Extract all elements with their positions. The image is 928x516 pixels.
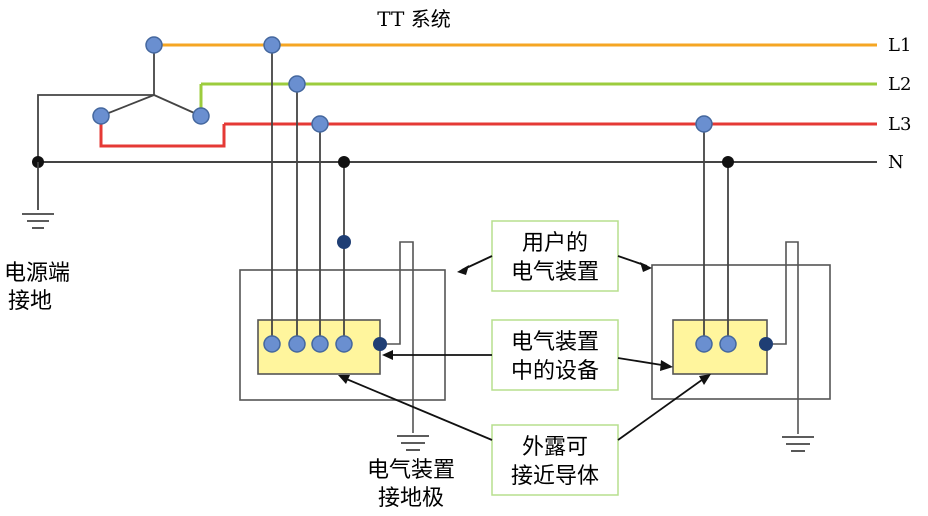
arrow-equipment-right-shaft <box>617 357 669 367</box>
callout-equipment-box <box>491 319 619 391</box>
arrow-exposed-left-shaft <box>343 377 493 441</box>
label-l2: L2 <box>888 74 911 95</box>
diagram-title: TT 系统 <box>377 7 450 31</box>
left-terminal-l2 <box>288 335 306 353</box>
left-terminal-l1 <box>263 335 281 353</box>
callout-user-installation-line1: 用户的 <box>522 231 588 256</box>
arrow-user-installation-right-head <box>640 262 652 272</box>
callout-exposed-parts-line1: 外露可 <box>522 435 588 460</box>
right-pe-conductor <box>766 241 799 434</box>
callout-equipment-line2: 中的设备 <box>511 359 599 384</box>
supply-lines <box>38 43 877 163</box>
source-terminal-top <box>145 36 163 54</box>
arrow-exposed-right-head <box>699 374 711 385</box>
right-tap-n <box>722 156 734 168</box>
callout-user-installation-line2: 电气装置 <box>511 260 599 285</box>
callout-equipment-line1: 电气装置 <box>511 330 599 355</box>
right-installation <box>651 115 831 452</box>
left-tap-l2 <box>288 75 306 93</box>
left-pe-conductor <box>380 241 414 433</box>
callout-exposed-parts-line2: 接近导体 <box>511 464 599 489</box>
right-terminal-pe <box>759 337 773 351</box>
source-branch-left <box>100 94 155 117</box>
label-l1: L1 <box>888 35 911 56</box>
line-labels: L1 L2 L3 N <box>888 35 911 173</box>
left-tap-n <box>338 156 350 168</box>
left-tap-l3 <box>311 115 329 133</box>
source-l3-link <box>99 116 226 148</box>
arrow-equipment-left-head <box>382 350 393 360</box>
arrow-equipment-right-head <box>660 360 673 371</box>
equipment-ground-label-line1: 电气装置 <box>367 458 455 483</box>
label-n: N <box>888 152 904 173</box>
source-grounding: 电源端 接地 <box>4 162 70 314</box>
source-ground-label-line2: 接地 <box>8 289 52 314</box>
source-terminal-right <box>192 107 210 125</box>
callout-arrows <box>338 255 711 441</box>
source-terminal-left <box>92 107 110 125</box>
callout-exposed-parts-box <box>491 424 619 496</box>
left-terminal-l3 <box>311 335 329 353</box>
arrow-exposed-left-head <box>338 375 350 384</box>
source-ground-label-line1: 电源端 <box>4 261 70 286</box>
right-tap-l3 <box>695 115 713 133</box>
right-terminal-n <box>719 335 737 353</box>
right-terminal-l3 <box>695 335 713 353</box>
label-l3: L3 <box>888 114 911 135</box>
left-neutral-mid-node <box>337 235 351 249</box>
arrow-user-installation-left-head <box>457 265 469 275</box>
left-installation <box>239 36 446 451</box>
left-tap-l1 <box>263 36 281 54</box>
arrow-exposed-right-shaft <box>617 376 707 441</box>
left-terminal-pe <box>373 337 387 351</box>
source-transformer <box>32 36 226 168</box>
left-terminal-n <box>335 335 353 353</box>
callout-boxes: 用户的 电气装置 电气装置 中的设备 外露可 接近导体 <box>491 220 619 496</box>
equipment-ground-label: 电气装置 接地极 <box>367 458 455 511</box>
equipment-ground-label-line2: 接地极 <box>378 486 444 511</box>
source-neutral-link <box>37 94 154 162</box>
